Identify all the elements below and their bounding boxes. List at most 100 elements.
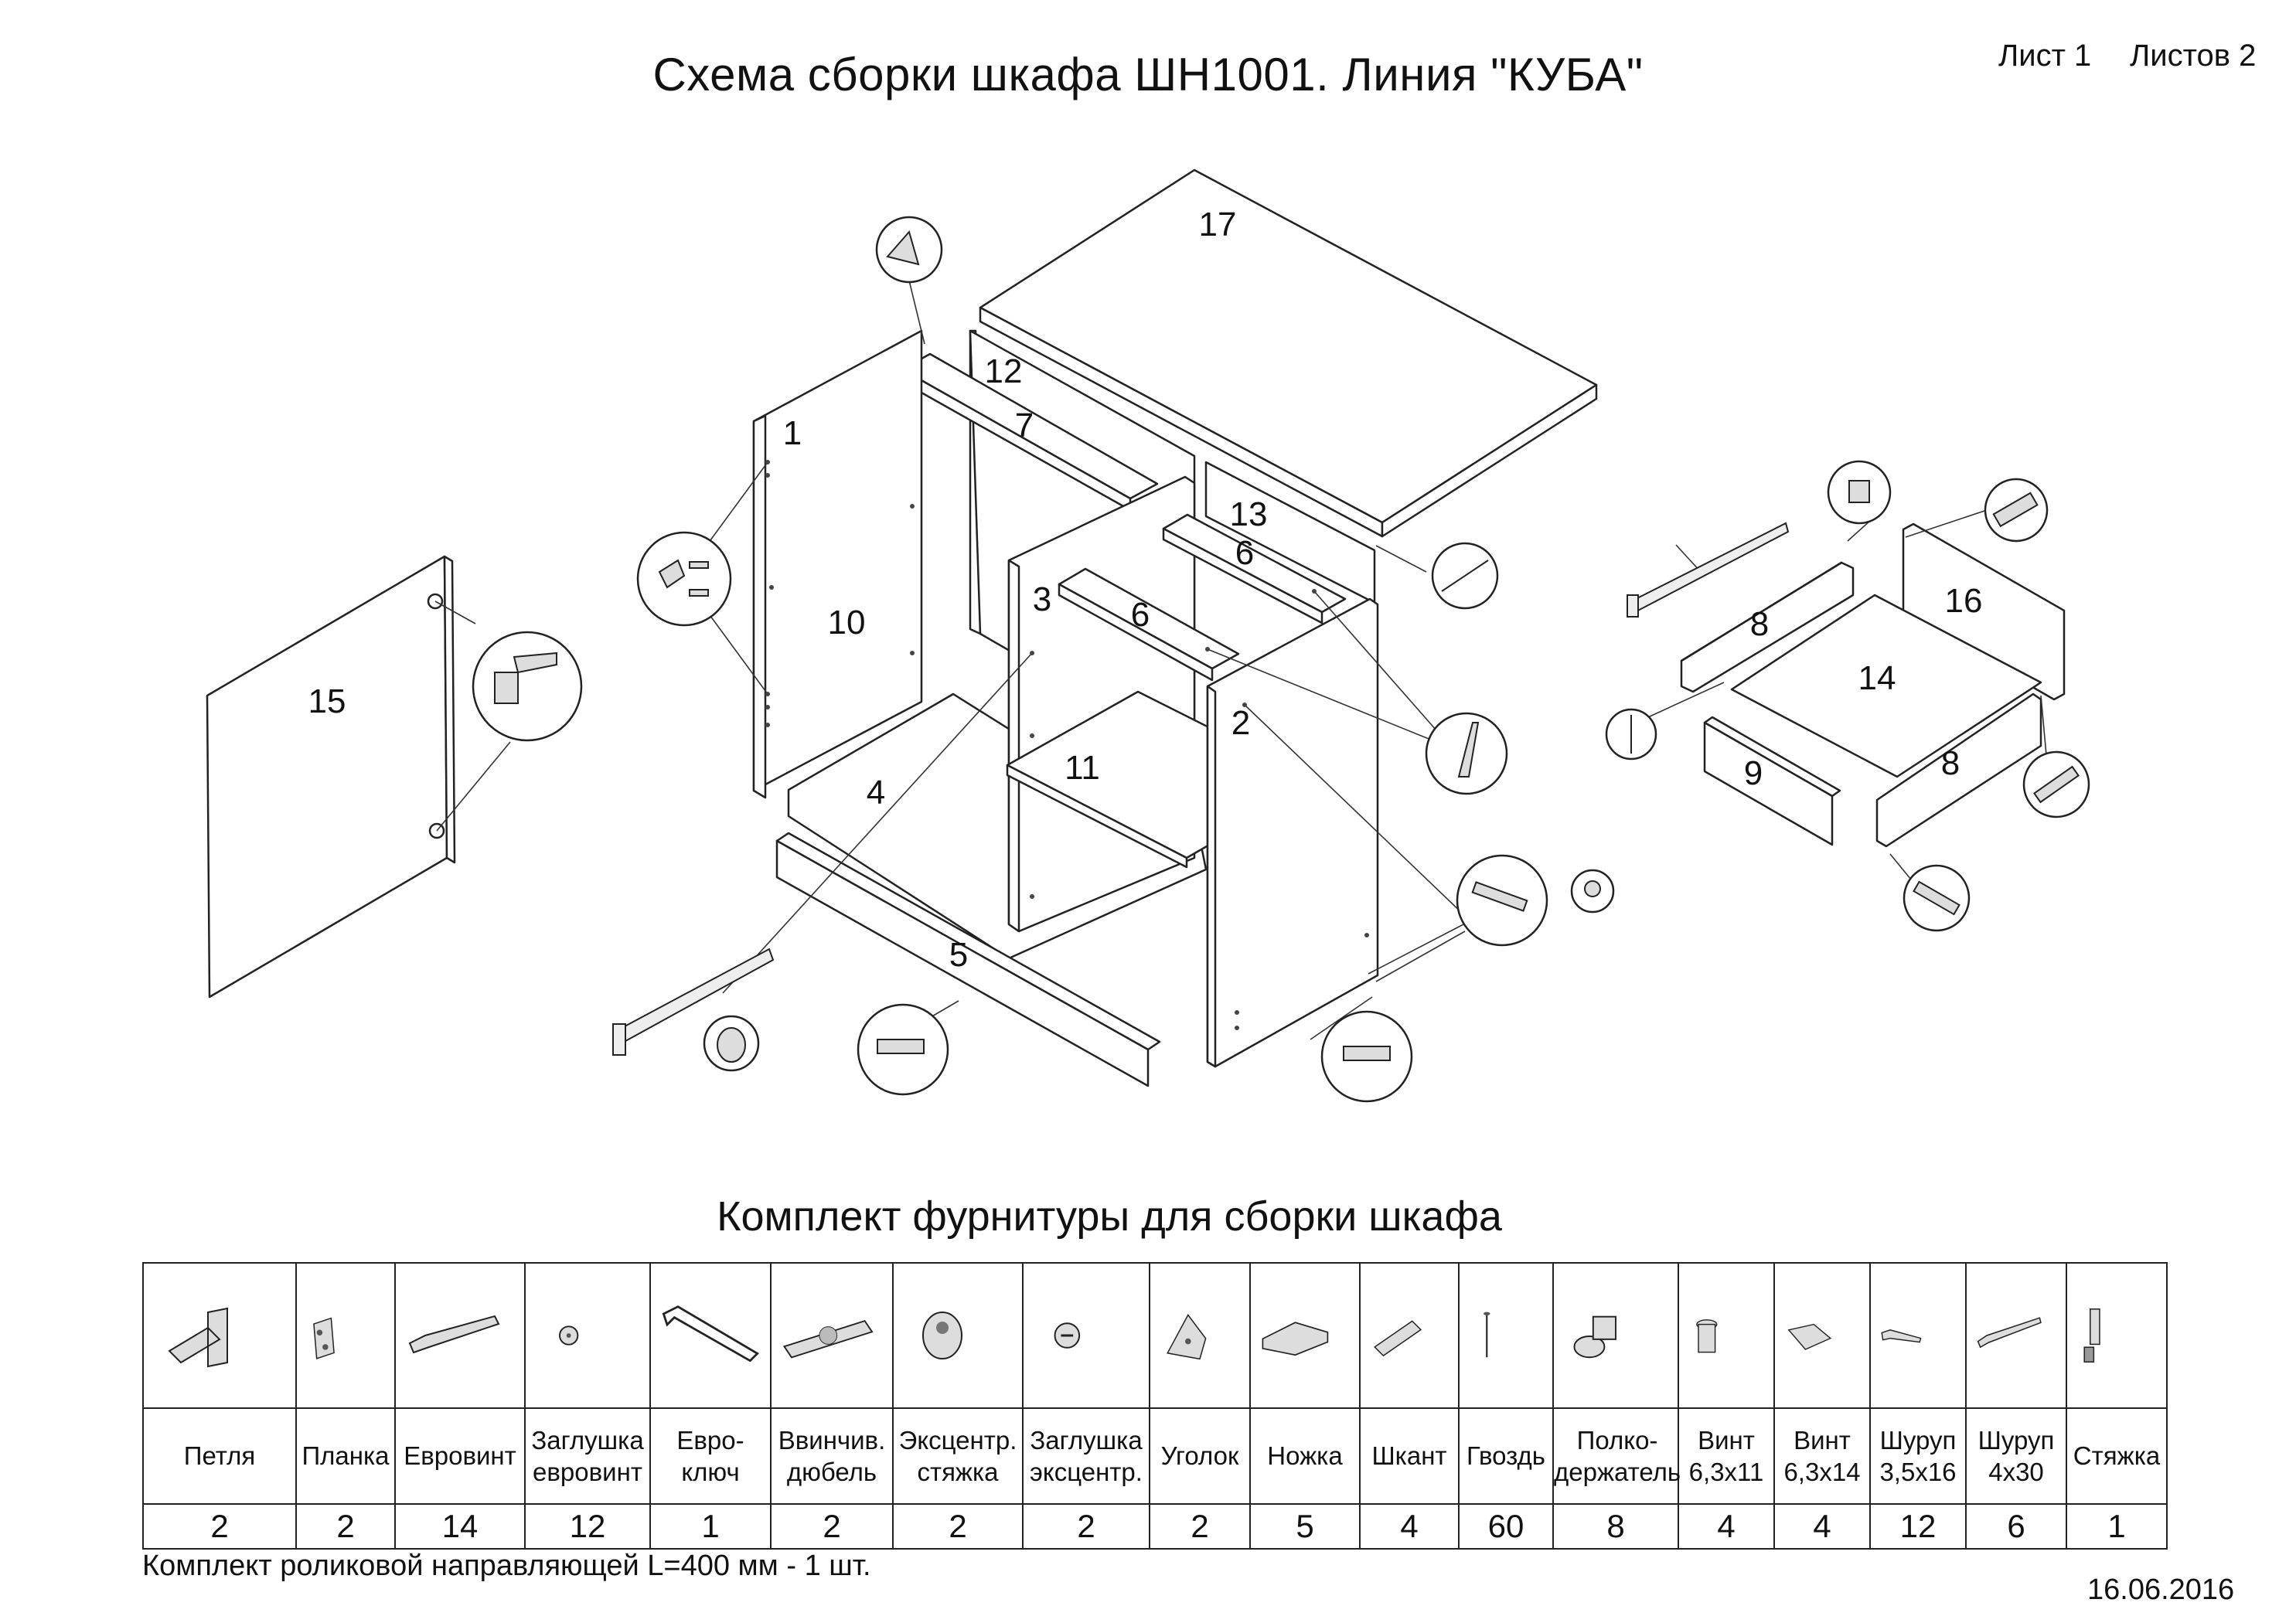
hardware-name-text: Евро- ключ bbox=[676, 1425, 744, 1486]
hardware-name-text: Ввинчив. дюбель bbox=[778, 1425, 886, 1486]
hardware-icon-cell bbox=[1678, 1262, 1775, 1409]
hardware-qty: 14 bbox=[394, 1503, 526, 1550]
hardware-qty: 12 bbox=[1869, 1503, 1967, 1550]
hardware-icon-cell bbox=[1773, 1262, 1871, 1409]
hardware-name-text: Петля bbox=[183, 1441, 256, 1471]
hardware-icon-cell bbox=[2066, 1262, 2168, 1409]
part-label-14: 14 bbox=[1858, 659, 1896, 697]
drawer-runner-right bbox=[1627, 522, 1790, 618]
hardware-name: Заглушка евровинт bbox=[524, 1407, 651, 1505]
part-label-4: 4 bbox=[867, 774, 885, 812]
runner-kit-note: Комплект роликовой направляющей L=400 мм… bbox=[142, 1550, 871, 1582]
hardware-name-text: Уголок bbox=[1160, 1441, 1239, 1471]
hardware-qty: 4 bbox=[1359, 1503, 1460, 1550]
hardware-name-text: Шкант bbox=[1371, 1441, 1447, 1471]
part-top-panel bbox=[979, 168, 1598, 538]
part-side-panel-10 bbox=[752, 329, 923, 799]
part-drawer-side-8-back bbox=[1680, 561, 1855, 693]
screw-6-3x11-icon bbox=[1696, 1319, 1718, 1353]
hardware-qty: 4 bbox=[1773, 1503, 1871, 1550]
hardware-name-text: Евровинт bbox=[404, 1441, 516, 1471]
hardware-table: Петля Планка Евровинт Заглушка евровинт Евро… bbox=[142, 1262, 2168, 1550]
part-label-17: 17 bbox=[1199, 206, 1237, 243]
hardware-name: Полко- держатель bbox=[1552, 1407, 1681, 1505]
hardware-qty: 2 bbox=[142, 1503, 297, 1550]
euroscrew-cap-icon bbox=[559, 1325, 579, 1346]
hardware-name: Петля bbox=[142, 1407, 297, 1505]
hardware-qty: 2 bbox=[1149, 1503, 1251, 1550]
nail-icon bbox=[1484, 1312, 1490, 1358]
hardware-name: Стяжка bbox=[2066, 1407, 2168, 1505]
part-drawer-side-8-front bbox=[1875, 692, 2042, 848]
hardware-name: Уголок bbox=[1149, 1407, 1251, 1505]
part-rail-6-upper bbox=[1162, 513, 1347, 624]
sheet-number: Лист 1 bbox=[1998, 39, 2092, 73]
hardware-name-text: Стяжка bbox=[2073, 1441, 2161, 1471]
wood-dowel-icon bbox=[1374, 1320, 1422, 1357]
part-drawer-front-9 bbox=[1703, 716, 1841, 846]
foot-icon bbox=[1262, 1322, 1329, 1356]
hardware-qty: 2 bbox=[892, 1503, 1024, 1550]
hardware-name: Ввинчив. дюбель bbox=[770, 1407, 894, 1505]
hardware-names-row: Петля Планка Евровинт Заглушка евровинт Евро… bbox=[142, 1407, 2168, 1505]
hardware-icon-cell bbox=[394, 1262, 526, 1409]
callout-mounting-plate bbox=[636, 531, 732, 627]
hardware-icons-row bbox=[142, 1262, 2168, 1409]
part-label-6-lower: 6 bbox=[1131, 596, 1150, 634]
hardware-qty: 6 bbox=[1965, 1503, 2067, 1550]
hardware-icon-cell bbox=[524, 1262, 651, 1409]
hardware-qty: 5 bbox=[1249, 1503, 1361, 1550]
hardware-icon-cell bbox=[142, 1262, 297, 1409]
part-label-11: 11 bbox=[1065, 749, 1100, 787]
hardware-name-text: Гвоздь bbox=[1466, 1441, 1545, 1471]
part-plinth-5 bbox=[775, 832, 1161, 1087]
hardware-name: Евровинт bbox=[394, 1407, 526, 1505]
hardware-qty: 60 bbox=[1458, 1503, 1554, 1550]
hardware-name-text: Заглушка эксцентр. bbox=[1030, 1425, 1143, 1486]
hinge-icon bbox=[168, 1307, 228, 1368]
hardware-qty: 4 bbox=[1678, 1503, 1775, 1550]
cam-lock-icon bbox=[922, 1312, 962, 1359]
hardware-name-text: Шуруп 4х30 bbox=[1977, 1425, 2055, 1486]
hardware-name-text: Винт 6,3х14 bbox=[1783, 1425, 1861, 1486]
hardware-icon-cell bbox=[1458, 1262, 1554, 1409]
corner-bracket-icon bbox=[1167, 1313, 1207, 1360]
hardware-qty: 12 bbox=[524, 1503, 651, 1550]
screw-6-3x14-icon bbox=[1787, 1323, 1832, 1350]
hardware-qty: 2 bbox=[1022, 1503, 1150, 1550]
hardware-icon-cell bbox=[1359, 1262, 1460, 1409]
hardware-icon-cell bbox=[1022, 1262, 1150, 1409]
hardware-name: Гвоздь bbox=[1458, 1407, 1554, 1505]
hardware-name-text: Заглушка евровинт bbox=[531, 1425, 644, 1486]
hardware-name: Планка bbox=[295, 1407, 396, 1505]
hardware-icon-cell bbox=[649, 1262, 772, 1409]
hardware-name: Ножка bbox=[1249, 1407, 1361, 1505]
hardware-icon-cell bbox=[1552, 1262, 1679, 1409]
hardware-qty: 2 bbox=[770, 1503, 894, 1550]
part-label-7: 7 bbox=[1015, 407, 1034, 444]
hardware-name-text: Шуруп 3,5х16 bbox=[1879, 1425, 1957, 1486]
page-title: Схема сборки шкафа ШН1001. Линия "КУБА" bbox=[652, 49, 1644, 100]
drill-holes bbox=[765, 460, 1369, 1030]
part-label-12: 12 bbox=[985, 352, 1023, 390]
part-label-9: 9 bbox=[1744, 754, 1763, 792]
part-label-2: 2 bbox=[1231, 704, 1250, 742]
mounting-plate-icon bbox=[313, 1317, 335, 1359]
hex-key-icon bbox=[662, 1305, 759, 1363]
part-drawer-bottom-14 bbox=[1730, 594, 2042, 778]
hardware-name-text: Винт 6,3х11 bbox=[1688, 1425, 1764, 1486]
hardware-kit-title: Комплект фурнитуры для сборки шкафа bbox=[717, 1193, 1502, 1240]
hardware-name: Евро- ключ bbox=[649, 1407, 772, 1505]
hardware-icon-cell bbox=[892, 1262, 1024, 1409]
hardware-name: Шуруп 3,5х16 bbox=[1869, 1407, 1967, 1505]
part-label-10: 10 bbox=[828, 604, 866, 641]
part-label-13: 13 bbox=[1230, 495, 1268, 533]
hardware-icon-cell bbox=[295, 1262, 396, 1409]
part-label-8-front: 8 bbox=[1941, 744, 1960, 782]
part-label-1: 1 bbox=[783, 414, 802, 452]
part-door-15 bbox=[206, 555, 456, 999]
hardware-qty: 1 bbox=[649, 1503, 772, 1550]
hardware-name: Винт 6,3х11 bbox=[1678, 1407, 1775, 1505]
hardware-icon-cell bbox=[1965, 1262, 2067, 1409]
hardware-name: Эксцентр. стяжка bbox=[892, 1407, 1024, 1505]
